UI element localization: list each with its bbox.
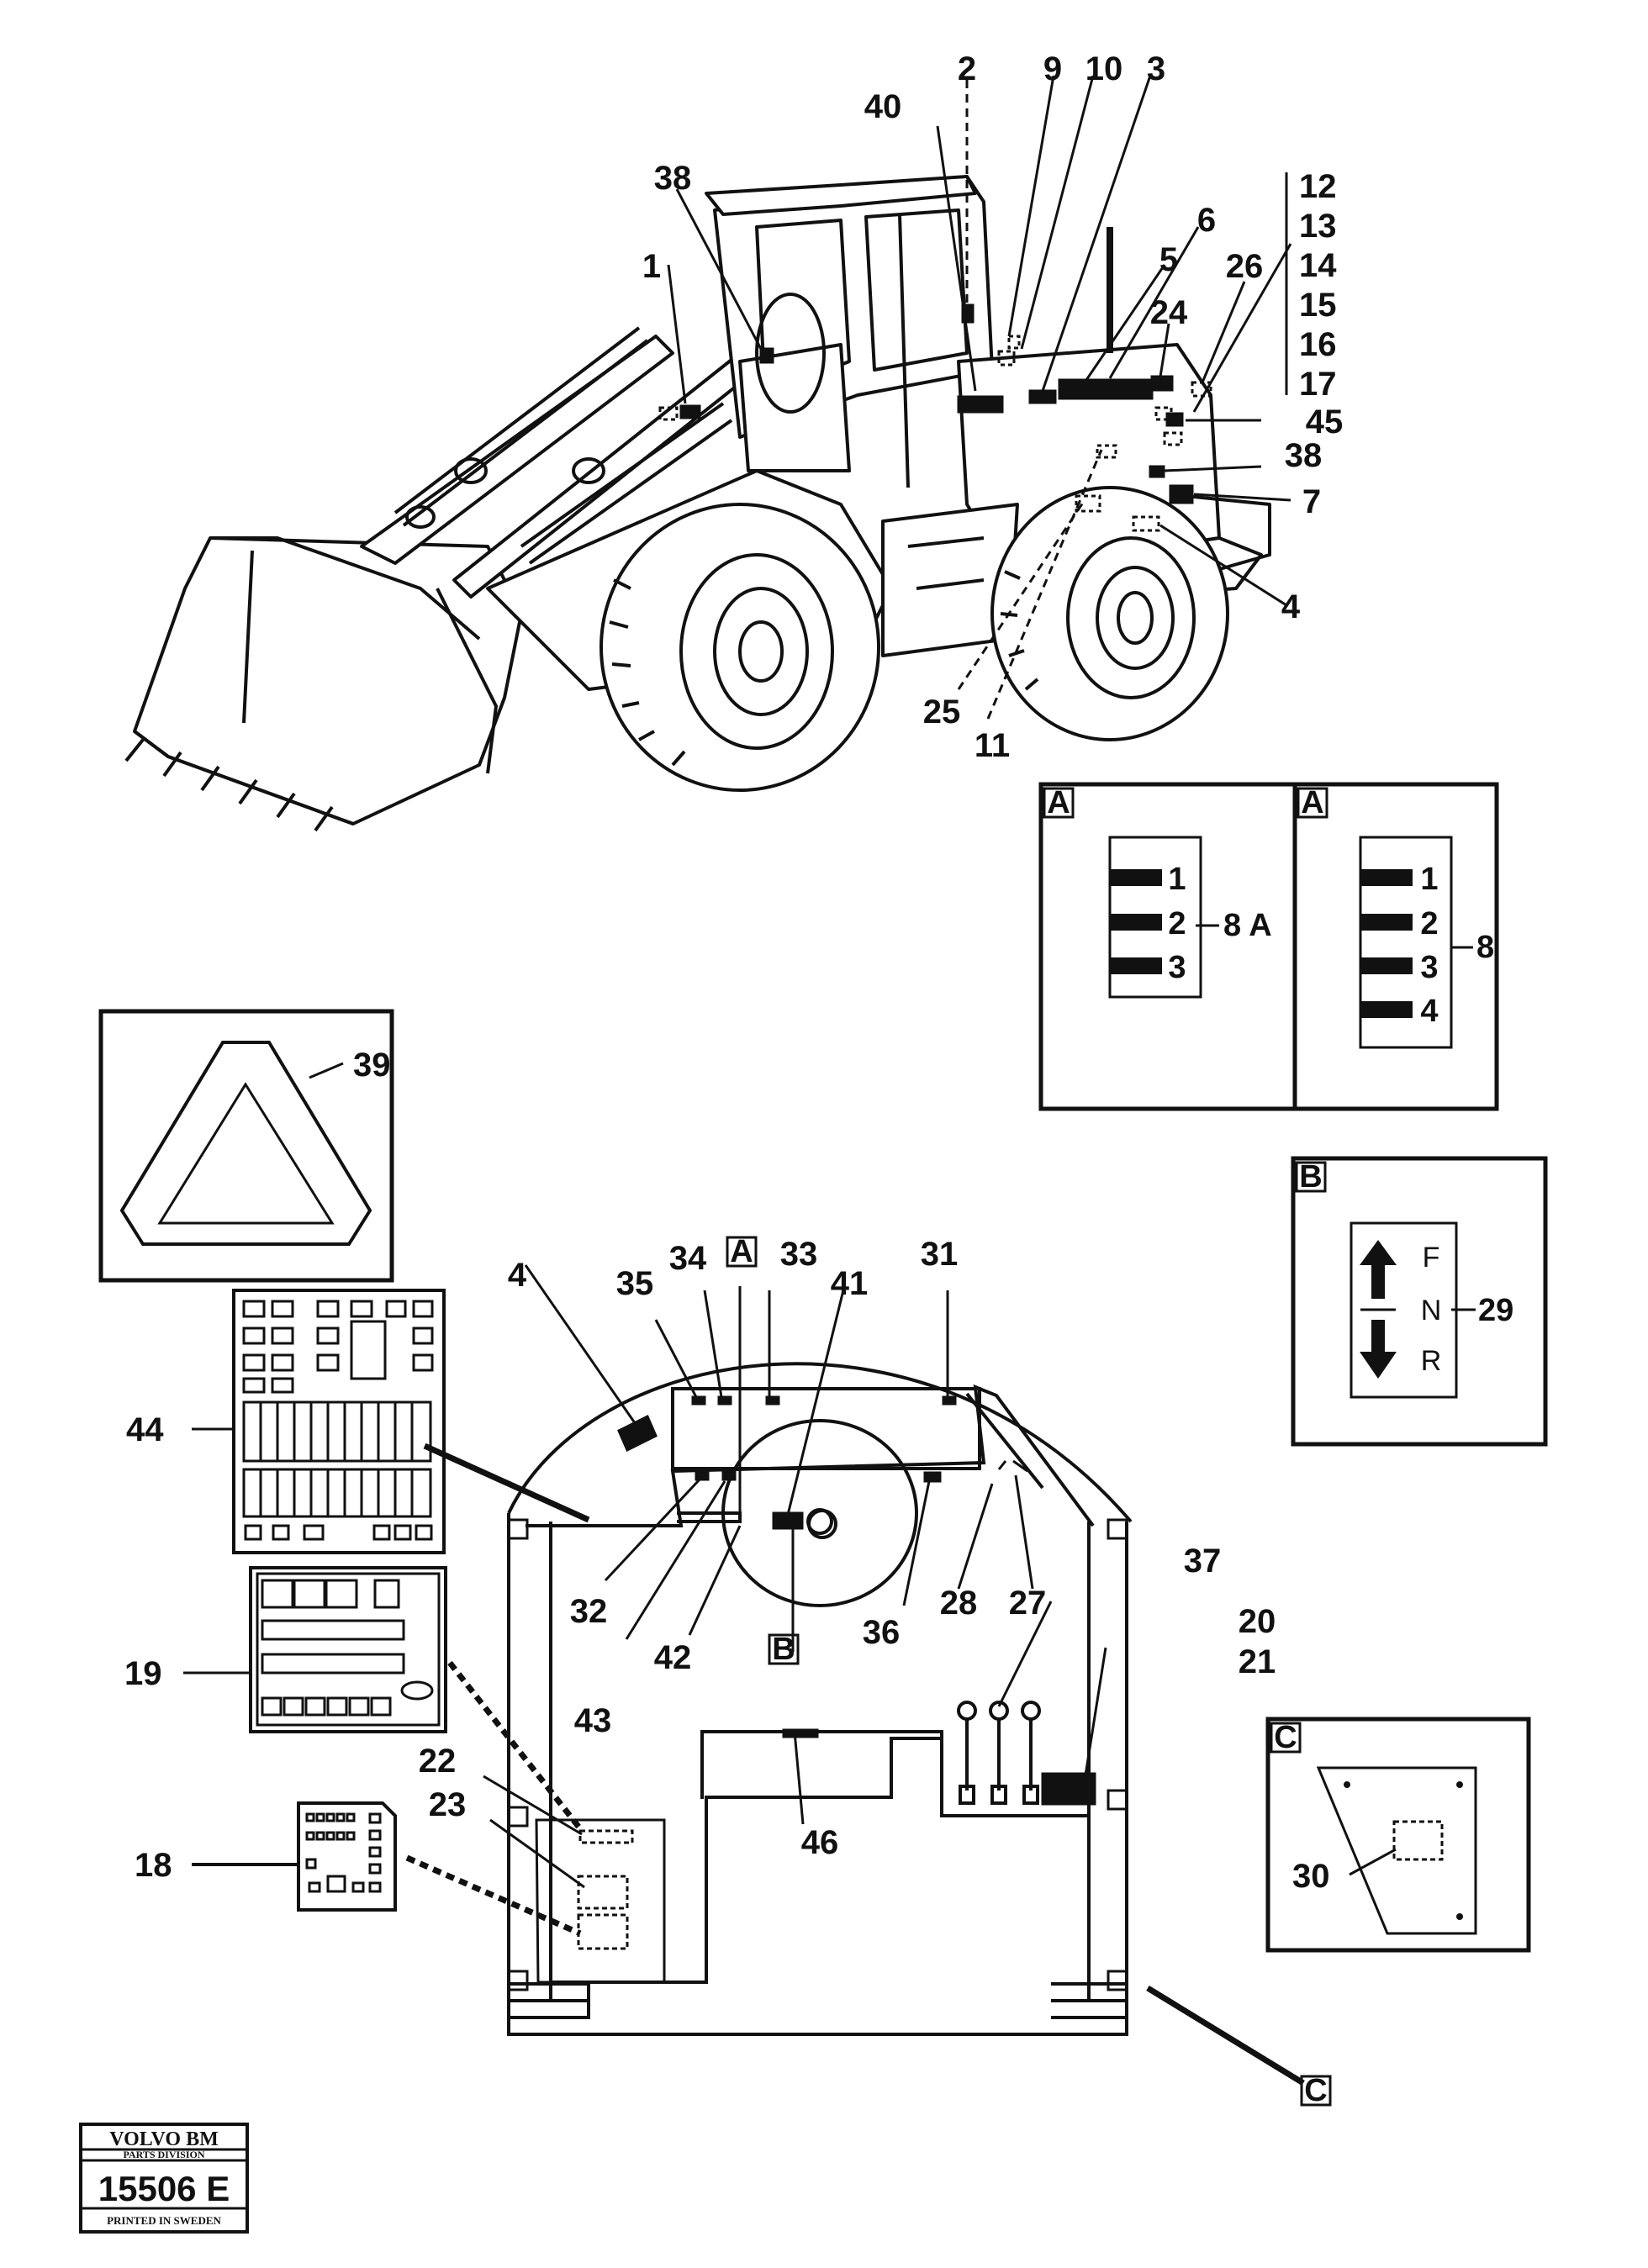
- callout-30: 30: [1292, 1858, 1330, 1895]
- gear-f: F: [1423, 1242, 1440, 1274]
- panel-b-callout: 29: [1478, 1293, 1513, 1328]
- panel-a2-callout: 8: [1476, 930, 1494, 965]
- callout-33: 33: [780, 1236, 818, 1273]
- callout-43: 43: [574, 1702, 612, 1739]
- callout-40: 40: [864, 88, 902, 125]
- reverse-arrow-icon: [1360, 1320, 1397, 1379]
- ref-c: C: [1304, 2073, 1327, 2108]
- logo-number: 15506 E: [98, 2169, 230, 2208]
- callout-5: 5: [1159, 241, 1178, 278]
- callout-24: 24: [1150, 294, 1188, 331]
- callout-15: 15: [1299, 287, 1337, 324]
- switch-panel-18: [297, 1801, 397, 1912]
- callout-6: 6: [1197, 202, 1216, 239]
- panel-c: C 30: [1265, 1717, 1531, 1953]
- callout-21: 21: [1239, 1643, 1276, 1680]
- panel-a1-callout: 8 A: [1223, 908, 1272, 943]
- callout-39: 39: [353, 1047, 391, 1084]
- switch-panel-19: [249, 1566, 447, 1733]
- switch-panel-44: [232, 1289, 446, 1554]
- forward-arrow-icon: [1360, 1240, 1397, 1299]
- panel-c-tag: C: [1274, 1720, 1297, 1755]
- callout-26: 26: [1226, 248, 1264, 285]
- cab-callouts: 4 35 34 33 41 31 32 42 43 36 28 27 37 20…: [419, 1236, 1276, 1861]
- loader-leader-lines: [667, 75, 1292, 720]
- callout-20: 20: [1239, 1603, 1276, 1640]
- callout-13: 13: [1299, 208, 1337, 245]
- panel-39-triangle: 39: [98, 1009, 394, 1283]
- callout-45: 45: [1306, 403, 1344, 440]
- callout-36: 36: [863, 1614, 901, 1651]
- panel-a1-row-2: 2: [1168, 906, 1186, 941]
- callout-27: 27: [1009, 1585, 1047, 1622]
- callout-4: 4: [1281, 588, 1301, 625]
- callout-18: 18: [135, 1847, 172, 1884]
- callout-17: 17: [1299, 366, 1337, 403]
- gear-n: N: [1421, 1295, 1442, 1327]
- callout-3: 3: [1147, 50, 1165, 87]
- panel-a2-tag: A: [1301, 785, 1323, 820]
- panel-a2-row-4: 4: [1420, 994, 1438, 1029]
- callout-42: 42: [654, 1639, 692, 1676]
- logo-division: PARTS DIVISION: [123, 2149, 204, 2160]
- callout-34: 34: [669, 1240, 707, 1277]
- callout-38: 38: [654, 160, 692, 197]
- callout-37: 37: [1184, 1543, 1222, 1580]
- callout-9: 9: [1043, 50, 1062, 87]
- panel-b-tag: B: [1299, 1159, 1322, 1195]
- panel-b: B F N R 29: [1291, 1156, 1548, 1447]
- logo-brand: VOLVO BM: [109, 2128, 219, 2150]
- callout-11: 11: [975, 727, 1010, 764]
- callout-46: 46: [801, 1824, 839, 1861]
- panel-a1-tag: A: [1047, 785, 1070, 820]
- callout-2: 2: [958, 50, 976, 87]
- cab-interior: [507, 1362, 1133, 2036]
- volvo-bm-logo: VOLVO BM PARTS DIVISION 15506 E PRINTED …: [79, 2123, 249, 2234]
- ref-a: A: [730, 1234, 753, 1269]
- panel-a2-row-1: 1: [1420, 862, 1438, 897]
- callout-38b: 38: [1285, 437, 1323, 474]
- decal-marks: [658, 303, 1212, 532]
- wheel-loader-illustration: [124, 175, 1271, 832]
- logo-printed: PRINTED IN SWEDEN: [107, 2214, 221, 2227]
- callout-7: 7: [1302, 483, 1321, 520]
- callout-4b: 4: [508, 1257, 527, 1294]
- panel-a2-row-3: 3: [1420, 950, 1438, 985]
- callout-14: 14: [1299, 247, 1337, 284]
- callout-41: 41: [831, 1265, 869, 1302]
- callout-12: 12: [1299, 168, 1337, 205]
- callout-19: 19: [124, 1655, 162, 1692]
- ref-boxes: A B C: [726, 1234, 1332, 2108]
- panel-a1-row-3: 3: [1168, 950, 1186, 985]
- callout-31: 31: [921, 1236, 959, 1273]
- cab-leader-lines: [405, 1264, 1305, 2086]
- callout-44: 44: [126, 1411, 164, 1448]
- callout-25: 25: [923, 694, 961, 731]
- callout-22: 22: [419, 1743, 457, 1780]
- callout-16: 16: [1299, 326, 1337, 363]
- loader-callouts: 1 38 40 2 9 10 3 6 5 26 24 12 13 14 15 1…: [642, 50, 1343, 764]
- callout-10: 10: [1085, 50, 1123, 87]
- callout-32: 32: [570, 1593, 608, 1630]
- ref-b: B: [772, 1632, 795, 1667]
- callout-1: 1: [642, 248, 661, 285]
- panel-a-group: A 1 2 3 8 A A 1 2 3 4 8: [1038, 782, 1499, 1111]
- callout-23: 23: [429, 1786, 467, 1823]
- panel-a2-row-2: 2: [1420, 906, 1438, 941]
- callout-28: 28: [940, 1585, 978, 1622]
- gear-r: R: [1421, 1345, 1442, 1377]
- callout-35: 35: [616, 1265, 654, 1302]
- panel-a1-row-1: 1: [1168, 862, 1186, 897]
